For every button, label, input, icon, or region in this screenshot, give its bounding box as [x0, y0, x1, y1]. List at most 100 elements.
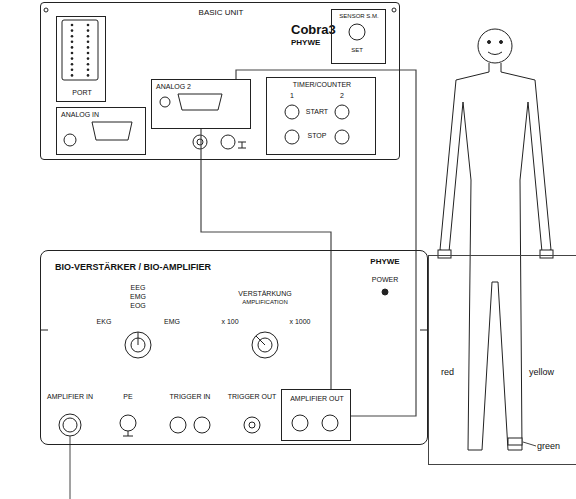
panel-label: EMG — [130, 293, 146, 300]
port-pin — [87, 24, 90, 27]
amplifier-out-panel: AMPLIFIER OUT — [281, 389, 351, 441]
port-pin — [71, 24, 74, 27]
panel-label: PHYWE — [370, 258, 399, 266]
sensor-knob — [349, 24, 365, 40]
panel-label: EMG — [164, 318, 180, 325]
power-led — [382, 289, 388, 295]
din-socket — [63, 418, 77, 432]
figure-eye — [500, 41, 503, 44]
port-pin — [71, 74, 74, 77]
socket — [335, 105, 349, 119]
electrode-sheet: red yellow green — [428, 255, 576, 465]
panel-label: 2 — [340, 92, 344, 99]
port-pin — [71, 35, 74, 38]
screw — [392, 8, 396, 12]
socket — [170, 417, 186, 433]
panel-label: AMPLIFICATION — [242, 299, 288, 305]
node-title: ANALOG 2 — [156, 83, 191, 90]
node-text: Cobra3 — [291, 23, 336, 36]
panel-label: PE — [123, 393, 132, 400]
socket — [64, 134, 76, 146]
port-pin — [87, 35, 90, 38]
din-socket — [59, 414, 81, 436]
timer-counter-panel: TIMER/COUNTER — [266, 77, 376, 155]
socket — [335, 130, 349, 144]
rail — [40, 330, 428, 331]
socket — [160, 97, 170, 107]
panel-label: VERSTÄRKUNG — [238, 290, 291, 297]
panel-label: TRIGGER IN — [170, 393, 211, 400]
node-title: ANALOG IN — [61, 111, 99, 118]
node-title: BIO-VERSTÄRKER / BIO-AMPLIFIER — [55, 263, 211, 272]
bio-amplifier: BIO-VERSTÄRKER / BIO-AMPLIFIER AMPLIFIER … — [40, 250, 428, 445]
node-title: red — [441, 368, 454, 377]
socket — [120, 415, 136, 431]
socket — [193, 135, 207, 149]
panel-label: x 100 — [221, 318, 238, 325]
port-pin — [87, 69, 90, 72]
port-pin — [71, 63, 74, 66]
panel-label: EEG — [131, 284, 146, 291]
port-pin — [71, 46, 74, 49]
gain-knob — [252, 332, 278, 358]
figure-body — [440, 63, 551, 450]
port-pin — [71, 29, 74, 32]
port-pin — [87, 29, 90, 32]
port-pin — [87, 52, 90, 55]
basic-unit: BASIC UNIT Cobra3PHYWE SENSOR S.M. PORT ANAL… — [40, 2, 400, 160]
electrode-clip — [508, 438, 522, 445]
mode-knob — [125, 332, 151, 358]
ground-symbol — [123, 431, 133, 436]
node-title: AMPLIFIER OUT — [290, 395, 344, 402]
socket — [221, 135, 235, 149]
signal-wire — [201, 129, 331, 389]
node-title: BASIC UNIT — [199, 9, 244, 17]
figure-eye — [488, 41, 491, 44]
node-title: TIMER/COUNTER — [293, 81, 351, 88]
panel-label: SET — [351, 47, 363, 53]
port-pin — [71, 52, 74, 55]
port-pin — [87, 74, 90, 77]
socket — [285, 105, 299, 119]
leader-line — [523, 442, 536, 446]
patient-cable — [70, 436, 71, 499]
port-pin — [71, 41, 74, 44]
port-pins — [71, 24, 90, 77]
signal-wire — [236, 70, 416, 416]
socket — [197, 139, 203, 145]
socket — [322, 415, 338, 431]
socket — [285, 130, 299, 144]
socket — [292, 415, 308, 431]
figure-mouth — [488, 52, 502, 55]
node-text: yellow — [529, 368, 554, 377]
port-panel: PORT — [56, 16, 106, 102]
sensor-panel: SENSOR S.M. — [331, 9, 386, 64]
node-title: SENSOR S.M. — [339, 13, 378, 19]
analog-panel: ANALOG 2 — [151, 79, 251, 129]
port-pin — [71, 69, 74, 72]
dsub-connector — [178, 94, 222, 110]
panel-label: AMPLIFIER IN — [47, 393, 93, 400]
screw — [44, 8, 48, 12]
node-text: green — [537, 442, 560, 451]
bnc-socket — [244, 417, 260, 433]
node-text: PHYWE — [291, 39, 320, 47]
electrode-clip — [438, 250, 451, 258]
node-title: PORT — [72, 89, 91, 96]
port-pin — [87, 63, 90, 66]
panel-label: x 1000 — [289, 318, 310, 325]
ground-symbol — [238, 142, 246, 148]
knob-pointer — [138, 332, 139, 345]
port-pin — [87, 41, 90, 44]
panel-label: TRIGGER OUT — [228, 393, 277, 400]
figure-head — [478, 29, 512, 63]
port-connector — [62, 20, 98, 80]
bnc-socket — [249, 422, 255, 428]
dsub-connector — [92, 122, 132, 140]
port-pin — [71, 57, 74, 60]
panel-label: STOP — [308, 132, 327, 139]
panel-label: START — [306, 108, 328, 115]
panel-label: POWER — [372, 276, 398, 283]
panel-label: EOG — [130, 302, 146, 309]
